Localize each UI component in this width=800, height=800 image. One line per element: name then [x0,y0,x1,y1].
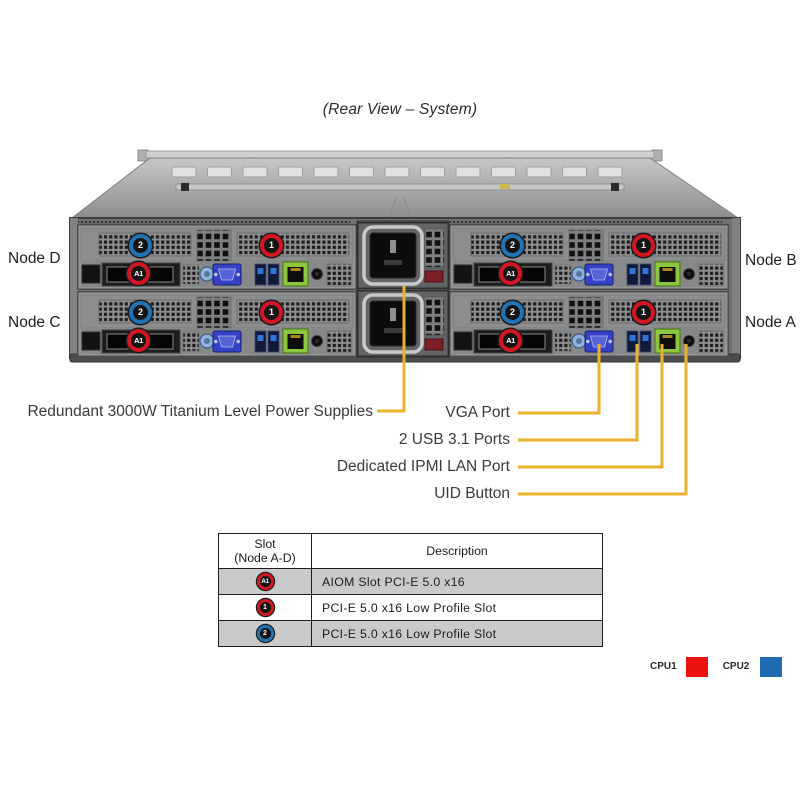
node-label-c: Node C [8,314,61,331]
table-row: 1 PCI-E 5.0 x16 Low Profile Slot [218,594,603,621]
aiom-badge: A1 [127,329,150,352]
cpu1-label: CPU1 [650,661,677,672]
description-column-header: Description [311,533,603,569]
slot-description: PCI-E 5.0 x16 Low Profile Slot [311,594,603,621]
callout-line-psu [377,286,406,413]
aiom-badge: A1 [499,262,522,285]
cover-vent-slots [171,166,623,178]
table-header-row: Slot (Node A-D) Description [218,533,603,569]
slot-column-header: Slot (Node A-D) [218,533,312,569]
callout-vga: VGA Port [445,404,510,421]
node-label-a: Node A [745,314,796,331]
table-row: 2 PCI-E 5.0 x16 Low Profile Slot [218,620,603,647]
slot1-badge: 1 [260,301,283,324]
callout-psu: Redundant 3000W Titanium Level Power Sup… [27,403,373,420]
top-cover [70,149,740,219]
callout-line-ipmi [518,344,664,469]
cpu-legend: CPU1 CPU2 [650,657,783,677]
aiom-badge: A1 [499,329,522,352]
slot2-badge: 2 [256,625,274,642]
callout-uid: UID Button [434,485,510,502]
slot2-badge: 2 [501,301,524,324]
node-module-d [77,224,357,290]
cpu2-label: CPU2 [722,661,750,672]
callout-lines [377,286,688,496]
node-label-d: Node D [8,250,61,267]
label-sticker [500,184,510,189]
callout-line-uid [518,344,688,496]
slot1-badge: 1 [632,301,655,324]
cpu1-color-swatch [685,657,708,677]
slot2-badge: 2 [129,234,152,257]
table-row: A1 AIOM Slot PCI-E 5.0 x16 [218,568,603,595]
slot-header-line1: Slot [254,537,276,551]
cpu2-color-swatch [760,657,783,677]
callout-line-usb [518,344,639,442]
node-module-c [77,291,357,357]
psu-upper [357,222,449,289]
slot-description: AIOM Slot PCI-E 5.0 x16 [311,568,603,595]
cover-rail [175,183,625,191]
aiom-badge: A1 [256,573,274,590]
slot2-badge: 2 [129,301,152,324]
slot1-badge: 1 [256,599,274,616]
callout-ipmi: Dedicated IPMI LAN Port [336,458,510,475]
slot1-badge: 1 [632,234,655,257]
callout-usb: 2 USB 3.1 Ports [398,431,510,448]
aiom-badge: A1 [127,262,150,285]
slot-table: Slot (Node A-D) Description A1 AIOM Slot… [218,533,603,647]
node-module-b [449,224,729,290]
slot-header-line2: (Node A-D) [234,551,296,565]
slot1-badge: 1 [260,234,283,257]
slot2-badge: 2 [501,234,524,257]
slot-description: PCI-E 5.0 x16 Low Profile Slot [311,620,603,647]
node-label-b: Node B [745,252,797,269]
page-title: (Rear View – System) [322,101,478,118]
callout-line-vga [518,344,601,415]
